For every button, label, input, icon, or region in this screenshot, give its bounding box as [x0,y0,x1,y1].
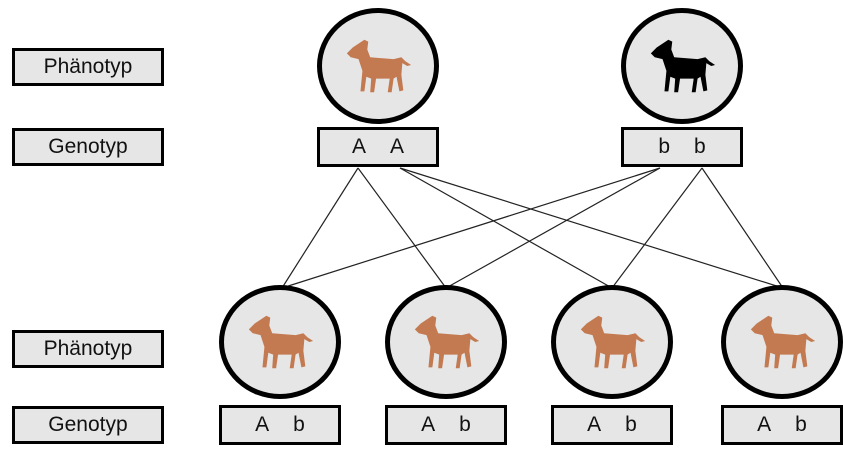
brown-dog-icon [414,315,480,369]
brown-dog-icon [580,315,646,369]
allele: b [795,413,807,436]
line-p1a1-o1 [281,167,359,289]
parent-2-genotype: b b [621,127,743,167]
allele: A [757,413,772,436]
allele: b [694,135,706,158]
line-p2a2-o3 [611,167,703,289]
brown-dog-icon [750,315,816,369]
offspring-3-phenotype [551,285,673,399]
genotype-label-parents: Genotyp [12,128,164,166]
offspring-3-genotype: A b [551,405,673,445]
offspring-1-phenotype [219,285,341,399]
offspring-2-phenotype [385,285,507,399]
line-p2a2-o4 [701,167,784,289]
phenotype-label-parents: Phänotyp [12,48,164,86]
allele: A [587,413,602,436]
offspring-4-phenotype [721,285,843,399]
black-dog-icon [650,39,716,93]
offspring-1-genotype: A b [219,405,341,445]
brown-dog-icon [248,315,314,369]
genotype-label-offspring: Genotyp [12,406,164,444]
parent-2-phenotype [621,8,743,124]
brown-dog-icon [346,39,412,93]
line-p1a2-o4 [399,167,784,289]
line-p1a2-o3 [399,167,613,289]
phenotype-label-offspring: Phänotyp [12,330,164,368]
line-p2a1-o1 [281,167,661,289]
allele: A [421,413,436,436]
offspring-2-genotype: A b [385,405,507,445]
allele: b [459,413,471,436]
allele: A [390,135,405,158]
parent-1-genotype: A A [317,127,439,167]
allele: b [658,135,670,158]
offspring-4-genotype: A b [721,405,843,445]
allele: b [625,413,637,436]
line-p2a1-o2 [445,167,661,289]
line-p1a1-o2 [357,167,447,289]
parent-1-phenotype [317,8,439,124]
allele: b [293,413,305,436]
allele: A [255,413,270,436]
allele: A [351,135,366,158]
